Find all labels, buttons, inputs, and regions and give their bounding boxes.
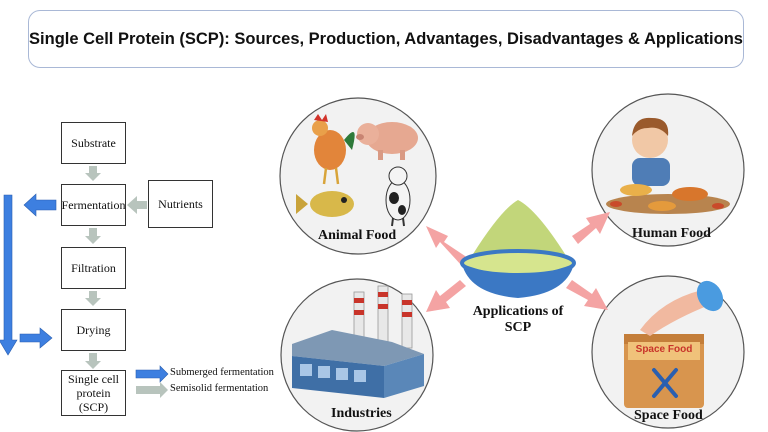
fork-knife-icon (652, 368, 678, 398)
space-food-badge-bg (628, 342, 700, 360)
label-human-food: Human Food (632, 226, 711, 241)
label-substrate: Substrate (71, 136, 116, 150)
human-food-illustration (606, 117, 730, 214)
arrow-to-human-food (572, 212, 610, 244)
flow-gray-arrows (85, 166, 168, 398)
arrow-nutrients-to-fermentation (127, 196, 147, 214)
bowl-body (462, 264, 574, 298)
arrow-drying-to-scp (85, 353, 101, 369)
legend-gray-arrow (136, 382, 168, 398)
arrow-fermentation-to-filtration (85, 228, 101, 244)
box-drying: Drying (61, 309, 126, 351)
flow-blue-arrows (0, 193, 169, 383)
page-title: Single Cell Protein (SCP): Sources, Prod… (29, 29, 743, 48)
rooster-head (312, 120, 328, 136)
label-industries: Industries (331, 406, 392, 421)
rooster-comb (314, 114, 328, 122)
legend-blue-arrow (135, 365, 169, 383)
child-head (632, 122, 668, 158)
scp-powder-bowl (460, 200, 576, 298)
tube-cap (696, 280, 724, 312)
rooster-tail (344, 132, 355, 150)
label-fermentation: Fermentation (61, 198, 126, 212)
bowl-front (648, 201, 676, 211)
fish-body (310, 191, 354, 217)
label-scp-line2: protein (SCP) (76, 386, 111, 414)
factory-roof (292, 330, 424, 366)
legend-semisolid: Semisolid fermentation (170, 383, 269, 394)
label-filtration: Filtration (71, 261, 116, 275)
box-substrate: Substrate (61, 122, 126, 164)
bowl-right (672, 187, 708, 201)
arrow-to-space-food (566, 280, 608, 310)
pig-head (357, 123, 379, 145)
rooster-body (314, 130, 346, 170)
arrow-to-industries (426, 280, 466, 312)
label-space-food: Space Food (634, 408, 703, 423)
box-fermentation: Fermentation (61, 184, 126, 226)
pig-body (366, 122, 418, 154)
child-hair (632, 117, 669, 136)
space-food-badge: Space Food (635, 344, 693, 355)
bowl-left (620, 184, 652, 196)
bowl-rim (460, 249, 576, 277)
arrow-to-animal-food (426, 226, 468, 266)
blue-left-arrow (23, 193, 57, 217)
factory-side (384, 354, 424, 398)
legend-submerged: Submerged fermentation (170, 367, 274, 378)
applications-center-label: Applications of SCP (462, 304, 574, 336)
label-animal-food: Animal Food (318, 228, 397, 243)
pink-arrows (426, 212, 610, 312)
label-drying: Drying (76, 323, 111, 337)
title-box: Single Cell Protein (SCP): Sources, Prod… (28, 10, 744, 68)
box-scp: Single cell protein (SCP) (61, 370, 126, 416)
blue-vertical-arrow (0, 194, 18, 356)
cow-head (388, 166, 408, 186)
blue-right-arrow (19, 327, 53, 349)
box-nutrients: Nutrients (148, 180, 213, 228)
label-nutrients: Nutrients (158, 197, 203, 211)
arrow-substrate-to-fermentation (85, 166, 101, 181)
label-scp-line1: Single cell (68, 372, 119, 386)
box-filtration: Filtration (61, 247, 126, 289)
industries-illustration (292, 285, 424, 398)
animal-food-illustration (296, 114, 418, 227)
powder-pile (468, 200, 570, 262)
space-food-illustration (624, 280, 724, 408)
center-label-line2: SCP (504, 320, 532, 335)
center-label-line1: Applications of (472, 304, 564, 319)
child-shirt (632, 158, 670, 186)
arrow-filtration-to-drying (85, 291, 101, 306)
pouring-tube (640, 290, 712, 336)
